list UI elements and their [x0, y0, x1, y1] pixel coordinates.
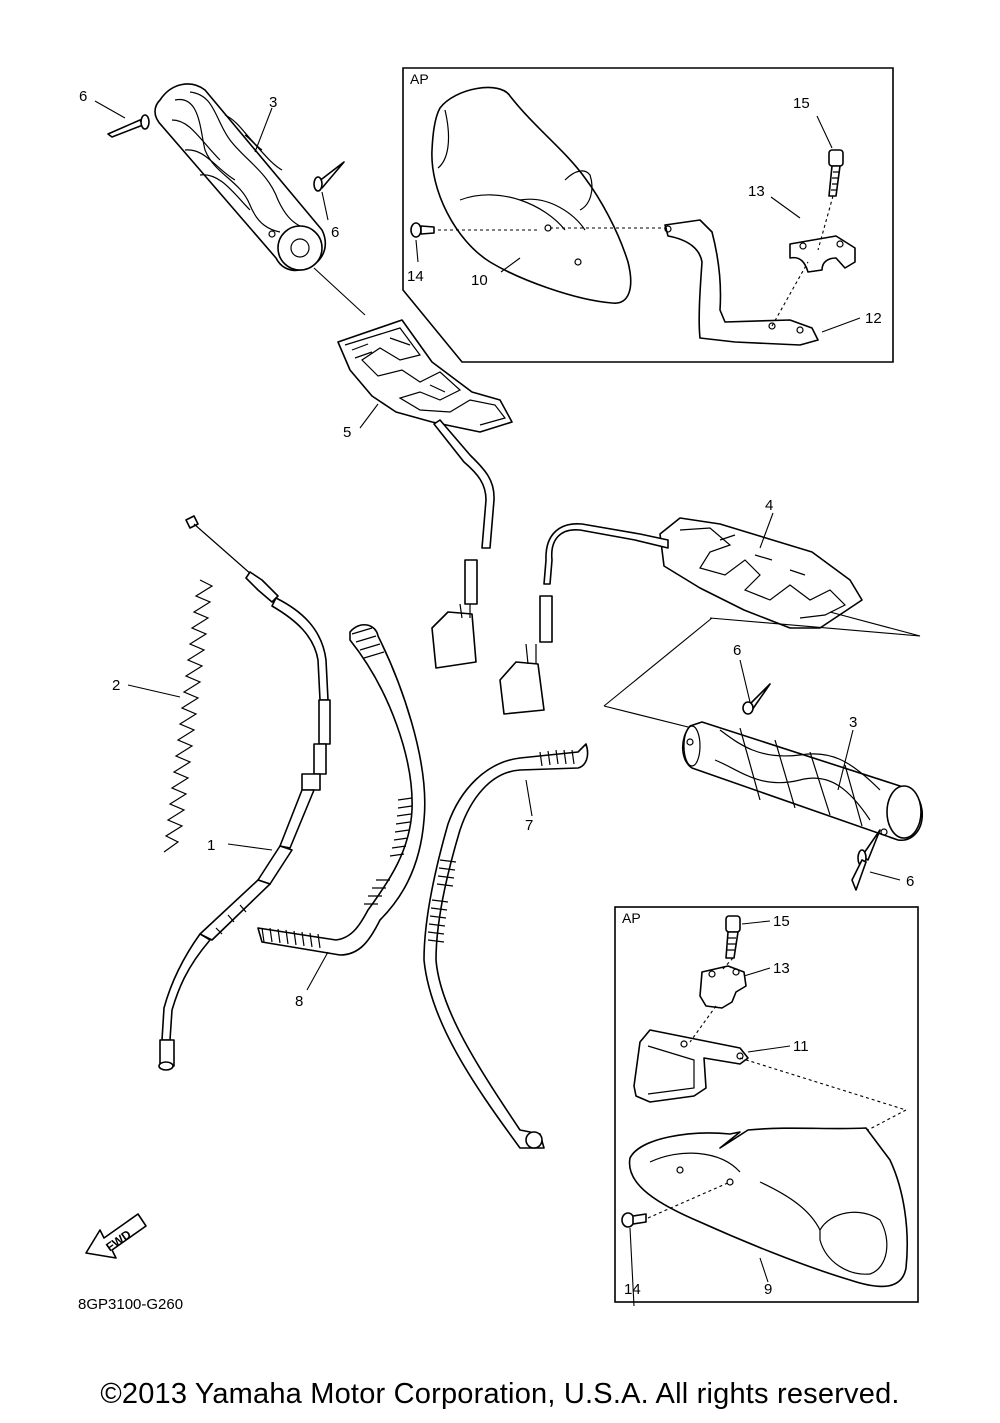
callout-12: 12: [865, 310, 882, 327]
fwd-arrow-icon: FWD: [85, 1213, 147, 1259]
screw-14-bottom: [621, 1212, 647, 1228]
callout-11: 11: [793, 1038, 809, 1055]
bolt-15-top: [828, 149, 844, 197]
ap-label-top: AP: [410, 71, 429, 87]
callout-10: 10: [471, 272, 488, 289]
callout-14-bottom: 14: [624, 1281, 641, 1298]
handlebar-8: [257, 624, 426, 956]
callout-13-top: 13: [748, 183, 765, 200]
grip-heater-4: [499, 517, 863, 715]
bolt-15-bottom: [725, 915, 741, 959]
callout-6-d: 6: [906, 873, 914, 890]
grip-3-left: [154, 83, 327, 272]
callout-13-bottom: 13: [773, 960, 790, 977]
ap-label-bottom: AP: [622, 910, 641, 926]
callout-2: 2: [112, 677, 120, 694]
diagram-code: 8GP3100-G260: [78, 1296, 184, 1313]
rivet-6-d: [851, 829, 881, 891]
callout-15-top: 15: [793, 95, 810, 112]
callout-3-right: 3: [849, 714, 857, 731]
callout-1: 1: [207, 837, 215, 854]
grip-heater-5: [337, 319, 513, 669]
rivet-6-c: [742, 683, 771, 715]
rivet-6-b: [313, 161, 345, 192]
grip-3-right: [681, 721, 923, 841]
screw-14-top: [410, 222, 435, 238]
callout-3-left: 3: [269, 94, 277, 111]
ap-box-bottom: AP: [614, 906, 919, 1307]
callout-8: 8: [295, 993, 303, 1010]
callout-6-b: 6: [331, 224, 339, 241]
hand-guard-10: [431, 86, 632, 304]
spring-2: [163, 579, 214, 853]
clamp-13-top: [789, 235, 856, 273]
bracket-11: [633, 1029, 749, 1103]
cable-1: [158, 515, 331, 1071]
rivet-6-a: [107, 114, 150, 138]
ap-box-top: AP: [402, 67, 894, 363]
callout-9: 9: [764, 1281, 772, 1298]
callout-14-top: 14: [407, 268, 424, 285]
copyright-notice: ©2013 Yamaha Motor Corporation, U.S.A. A…: [100, 1378, 900, 1410]
callout-7: 7: [525, 817, 533, 834]
callout-5: 5: [343, 424, 351, 441]
callout-15-bottom: 15: [773, 913, 790, 930]
callout-6-c: 6: [733, 642, 741, 659]
bracket-12: [664, 219, 819, 346]
hand-guard-9: [628, 1127, 909, 1288]
callout-6-a: 6: [79, 88, 87, 105]
handlebar-7: [423, 743, 589, 1149]
callout-4: 4: [765, 497, 773, 514]
